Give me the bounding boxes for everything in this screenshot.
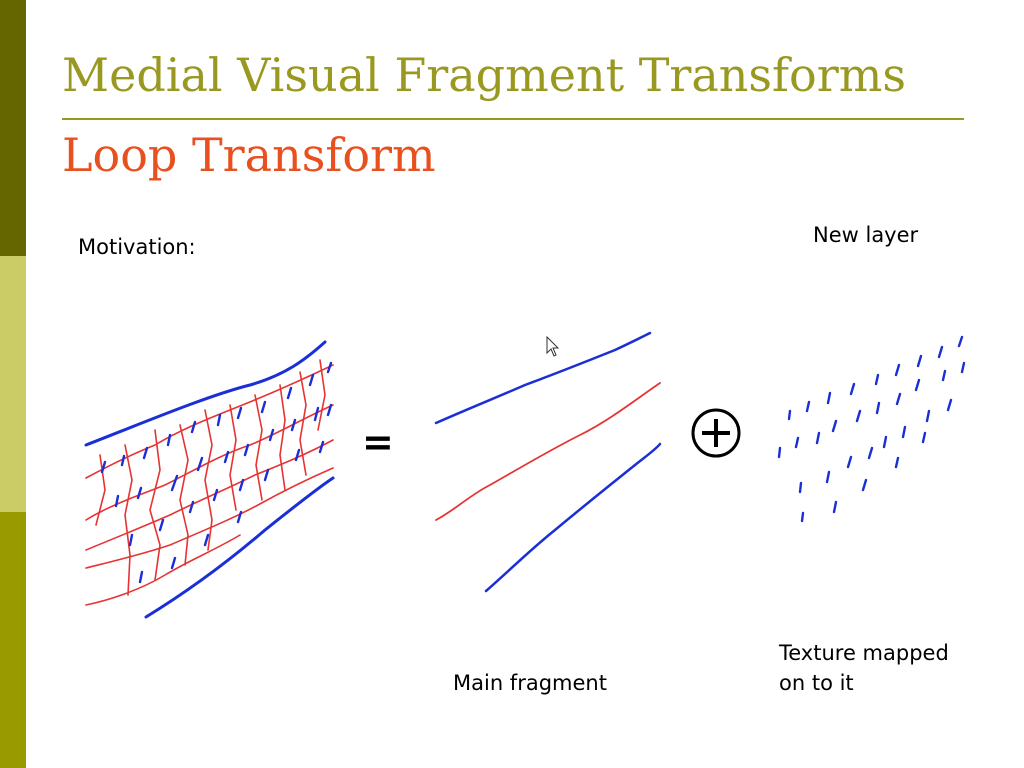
motivation-label: Motivation: [78,235,196,259]
main-medial-axis [435,382,661,521]
title-divider [62,118,964,120]
main-fragment-label: Main fragment [453,671,607,695]
main-lower-boundary [484,442,662,593]
accent-bar-middle [0,256,26,512]
composite-texture-marks [100,361,333,584]
new-layer-label: New layer [813,223,919,247]
accent-bar-top [0,0,26,256]
texture-label: Texture mapped on to it [779,638,949,698]
texture-layer-figure [777,335,966,523]
slide-title: Medial Visual Fragment Transforms [62,48,906,102]
composite-lower-boundary [144,476,335,619]
main-upper-boundary [434,331,652,425]
circled-plus-icon [691,408,741,458]
composite-fragment-figure [84,340,335,619]
composite-cell-network [85,359,334,606]
composite-upper-boundary [84,340,327,447]
accent-bar-bottom [0,512,26,768]
main-fragment-figure [434,331,662,593]
left-accent-bar [0,0,26,768]
texture-label-line1: Texture mapped [779,641,949,665]
slide-subtitle: Loop Transform [62,128,436,182]
mouse-cursor-icon [546,335,560,357]
texture-label-line2: on to it [779,671,854,695]
equals-sign: = [362,420,394,464]
